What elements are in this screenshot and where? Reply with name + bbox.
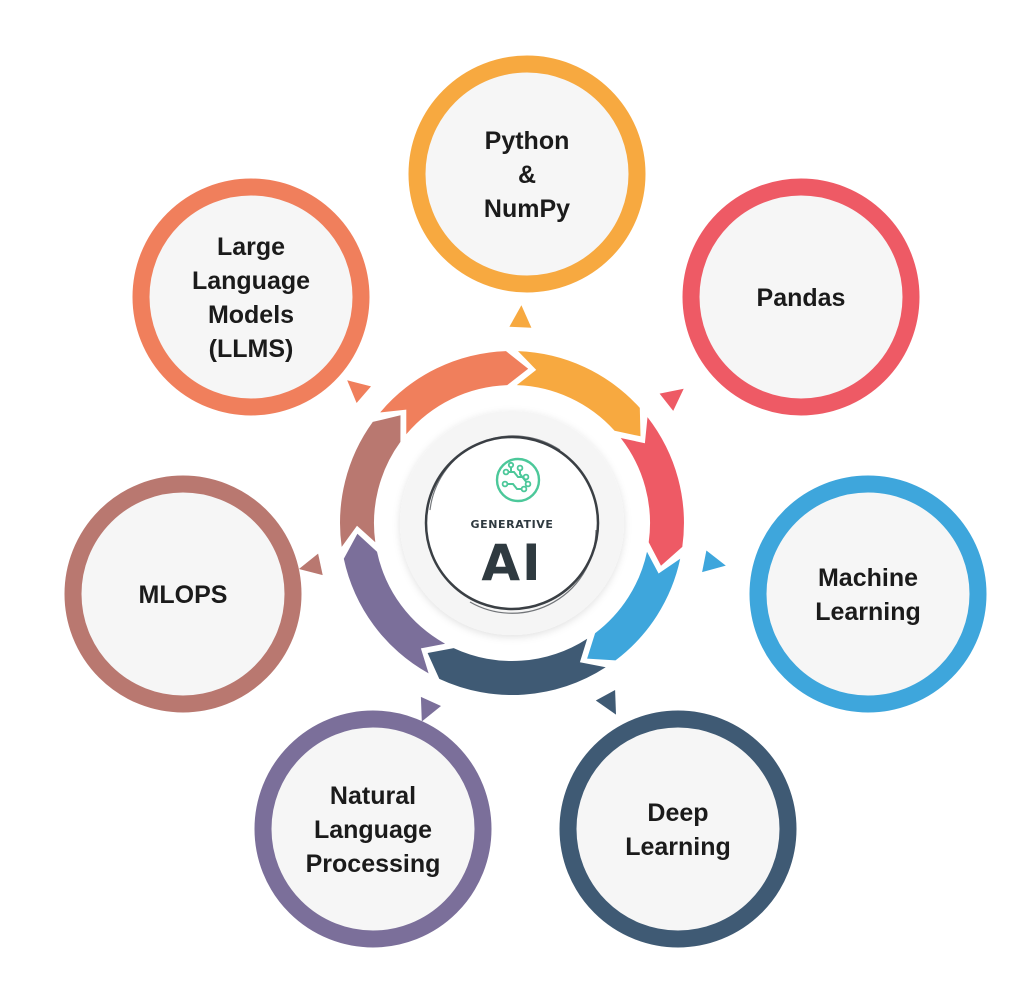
ring-segment-deep-learning [427,638,606,696]
node-label-llms: Models [208,301,294,329]
node-label-deep-learning: Learning [625,833,731,861]
pointer-arrows [298,305,726,722]
node-ring-pandas [682,178,920,416]
node-ring-nlp [254,710,492,948]
center-hub: GENERATIVE AI [400,411,624,635]
node-label-python-numpy: & [518,161,536,189]
pointer-arrow-llms [347,380,371,403]
node-mlops: MLOPS [64,475,302,713]
ring-segment-nlp [343,533,446,674]
ring-segment-mlops [340,415,401,547]
pointer-arrow-mlops [298,553,323,576]
node-label-nlp: Natural [330,782,416,810]
node-label-machine-learning: Machine [818,564,918,592]
node-label-llms: Language [192,267,310,295]
node-ring-deep-learning [559,710,797,948]
cycle-ring [340,351,684,696]
ring-segment-machine-learning [587,551,681,661]
ring-segment-llms [380,351,529,435]
node-ring-python-numpy [408,55,646,293]
node-ring-machine-learning [749,475,987,713]
node-pandas: Pandas [682,178,920,416]
node-label-mlops: MLOPS [139,581,228,609]
node-label-python-numpy: NumPy [484,195,570,223]
node-label-llms: Large [217,233,285,261]
node-label-pandas: Pandas [757,284,846,312]
node-label-llms: (LLMS) [209,335,294,363]
pointer-arrow-machine-learning [702,550,726,573]
center-small-label: GENERATIVE [470,518,553,531]
node-label-deep-learning: Deep [647,799,708,827]
circuit-brain-icon [495,457,541,503]
center-big-label: AI [481,534,542,592]
ring-segment-pandas [620,417,684,566]
node-label-machine-learning: Learning [815,598,921,626]
node-label-nlp: Processing [306,850,441,878]
node-label-nlp: Language [314,816,432,844]
pointer-arrow-nlp [420,696,441,722]
topic-nodes: Python&NumPyPandasMachineLearningDeepLea… [64,55,987,948]
center-sketch-stroke-2 [469,529,597,614]
node-ring-llms [132,178,370,416]
center-sketch-stroke [429,435,561,511]
ring-segment-python-numpy [516,351,641,437]
center-inner-disc [424,435,600,611]
pointer-arrow-deep-learning [595,690,616,715]
node-python-numpy: Python & NumPy [408,55,646,293]
node-ring-mlops [64,475,302,713]
node-label-python-numpy: Python [485,127,570,155]
pointer-arrow-pandas [659,388,684,411]
pointer-arrow-python-numpy [509,305,532,328]
